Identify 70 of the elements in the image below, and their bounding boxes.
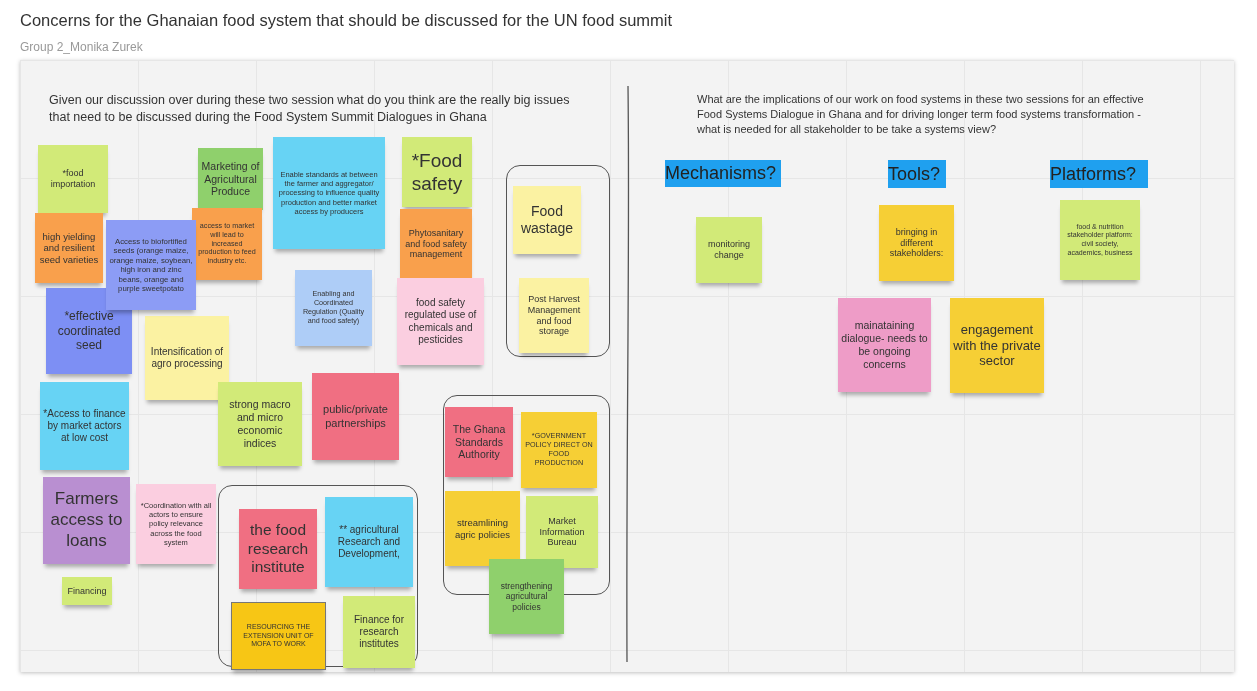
note-text: Marketing of Agricultural Produce bbox=[201, 159, 260, 199]
sticky-note bbox=[295, 270, 372, 346]
note-text: public/private partnerships bbox=[322, 403, 389, 430]
sticky-note bbox=[526, 496, 598, 568]
group-outline bbox=[506, 165, 610, 357]
note-text: Food wastage bbox=[519, 202, 575, 238]
sticky-note bbox=[879, 205, 954, 281]
sticky-note bbox=[192, 208, 262, 280]
note-text: engagement with the private sector bbox=[953, 321, 1041, 370]
note-text: strong macro and micro economic indices bbox=[228, 398, 292, 450]
sticky-note bbox=[38, 145, 108, 213]
sticky-note bbox=[397, 278, 484, 365]
sticky-note bbox=[325, 497, 413, 587]
sticky-note bbox=[445, 491, 520, 566]
sticky-note bbox=[402, 137, 472, 207]
heading-tag bbox=[1050, 160, 1148, 188]
note-text: monitoring change bbox=[707, 239, 751, 261]
note-text: Farmers access to loans bbox=[49, 489, 124, 552]
sticky-note bbox=[1060, 200, 1140, 280]
sticky-note bbox=[838, 298, 931, 392]
sticky-note bbox=[218, 382, 302, 466]
note-text: mainataining dialogue- needs to be ongoing concerns bbox=[841, 319, 928, 371]
sticky-note bbox=[106, 220, 196, 310]
heading-tag bbox=[888, 160, 946, 188]
sticky-note bbox=[696, 217, 762, 283]
sticky-note bbox=[43, 477, 130, 564]
sticky-note bbox=[489, 559, 564, 634]
sticky-note bbox=[273, 137, 385, 249]
group-outline bbox=[218, 485, 418, 667]
note-text: Post Harvest Management and food storage bbox=[526, 293, 582, 338]
sticky-note bbox=[519, 278, 589, 353]
note-text: bringing in different stakeholders: bbox=[888, 226, 945, 260]
subtitle: Group 2_Monika Zurek bbox=[20, 39, 144, 56]
note-text: The Ghana Standards Authority bbox=[451, 422, 507, 462]
note-text: food safety regulated use of chemicals and pesticides bbox=[403, 297, 478, 346]
question-text: Given our discussion over during these two session what do you think are the really big issues that need to be discussed during the Food System Summit Dialogues in Ghana bbox=[49, 92, 571, 126]
note-text: Market Information Bureau bbox=[538, 515, 586, 549]
page-title: Concerns for the Ghanaian food system that should be discussed for the UN food summit bbox=[20, 11, 673, 30]
sticky-note bbox=[40, 382, 129, 470]
note-text: ** agricultural Research and Development, bbox=[336, 523, 402, 561]
question-text: What are the implications of our work on food systems in these two sessions for an effective Food Systems Dialogue in Ghana and for driving longer term food systems transformation - what is needed for all stakeholder to be take a systems view? bbox=[697, 92, 1145, 137]
sticky-note bbox=[239, 509, 317, 589]
note-text: streamlining agric policies bbox=[454, 516, 511, 541]
note-text: high yielding and resilient seed varieties bbox=[38, 230, 100, 266]
note-text: strengthening agricultural policies bbox=[499, 580, 554, 613]
note-text: Phytosanitary and food safety management bbox=[404, 227, 468, 261]
sticky-note bbox=[145, 316, 229, 400]
sticky-note bbox=[35, 213, 103, 283]
note-text: *Food safety bbox=[410, 148, 464, 196]
sticky-note bbox=[312, 373, 399, 460]
heading-text: Platforms? bbox=[1050, 163, 1137, 184]
sticky-note bbox=[62, 577, 112, 605]
note-text: the food research institute bbox=[246, 520, 310, 578]
sticky-note bbox=[445, 407, 513, 477]
note-text: Finance for research institutes bbox=[353, 613, 405, 651]
heading-text: Tools? bbox=[888, 163, 941, 184]
sticky-note bbox=[521, 412, 597, 488]
note-text: *effective coordinated seed bbox=[56, 309, 122, 353]
sticky-note bbox=[343, 596, 415, 668]
note-text: Intensification of agro processing bbox=[149, 345, 225, 371]
sticky-note bbox=[198, 148, 263, 210]
sticky-note bbox=[136, 484, 216, 564]
note-text: *food importation bbox=[49, 168, 97, 190]
note-text: *Access to finance by market actors at low cost bbox=[43, 407, 126, 445]
heading-text: Mechanisms? bbox=[665, 163, 777, 183]
sticky-note bbox=[950, 298, 1044, 393]
sticky-note bbox=[513, 186, 581, 254]
note-text: Financing bbox=[66, 585, 108, 597]
sticky-note bbox=[400, 209, 472, 279]
sticky-note bbox=[231, 602, 326, 670]
